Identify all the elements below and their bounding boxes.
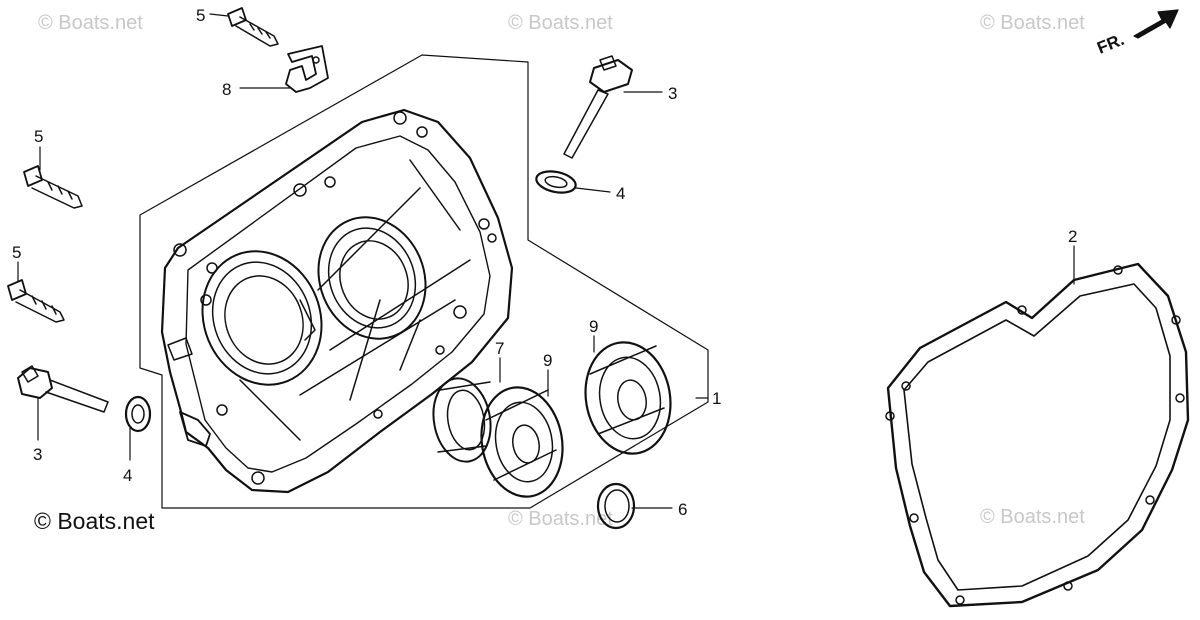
watermark: © Boats.net — [508, 12, 613, 34]
callout-number: 5 — [196, 6, 205, 25]
o-ring-lower — [124, 395, 152, 433]
front-direction-arrow — [1133, 9, 1179, 39]
callout-number: 2 — [1068, 227, 1077, 246]
front-label: FR. — [1094, 30, 1127, 58]
o-ring-upper — [535, 170, 577, 194]
watermark: © Boats.net — [980, 12, 1085, 34]
bearing-rear — [584, 341, 672, 455]
small-seal — [596, 482, 636, 530]
bearing-front — [480, 386, 564, 498]
callout-number: 4 — [616, 184, 625, 203]
copyright-notice: © Boats.net — [34, 508, 155, 534]
callout-number: 3 — [668, 84, 677, 103]
watermark: © Boats.net — [508, 508, 613, 530]
bolt-left-lower — [7, 279, 65, 323]
watermark: © Boats.net — [38, 12, 143, 34]
callout-number: 8 — [222, 80, 231, 99]
gasket — [885, 262, 1190, 608]
assembly-outline — [139, 54, 709, 509]
callout-number: 7 — [495, 339, 504, 358]
clamp-bracket — [285, 45, 329, 93]
leader-lines — [17, 13, 1075, 509]
case-cover — [160, 108, 514, 494]
bolt-top — [227, 7, 279, 47]
bolt-left-upper — [23, 165, 83, 209]
watermark: © Boats.net — [980, 506, 1085, 528]
callout-number: 3 — [33, 445, 42, 464]
callout-number: 4 — [123, 466, 132, 485]
callout-number: 5 — [12, 243, 21, 262]
oil-dipstick-upper — [563, 55, 633, 159]
callout-number: 1 — [712, 389, 721, 408]
callout-number: 9 — [543, 351, 552, 370]
oil-dipstick-lower — [17, 365, 109, 413]
callout-number: 9 — [589, 317, 598, 336]
callout-number: 6 — [678, 500, 687, 519]
callout-number: 5 — [34, 127, 43, 146]
